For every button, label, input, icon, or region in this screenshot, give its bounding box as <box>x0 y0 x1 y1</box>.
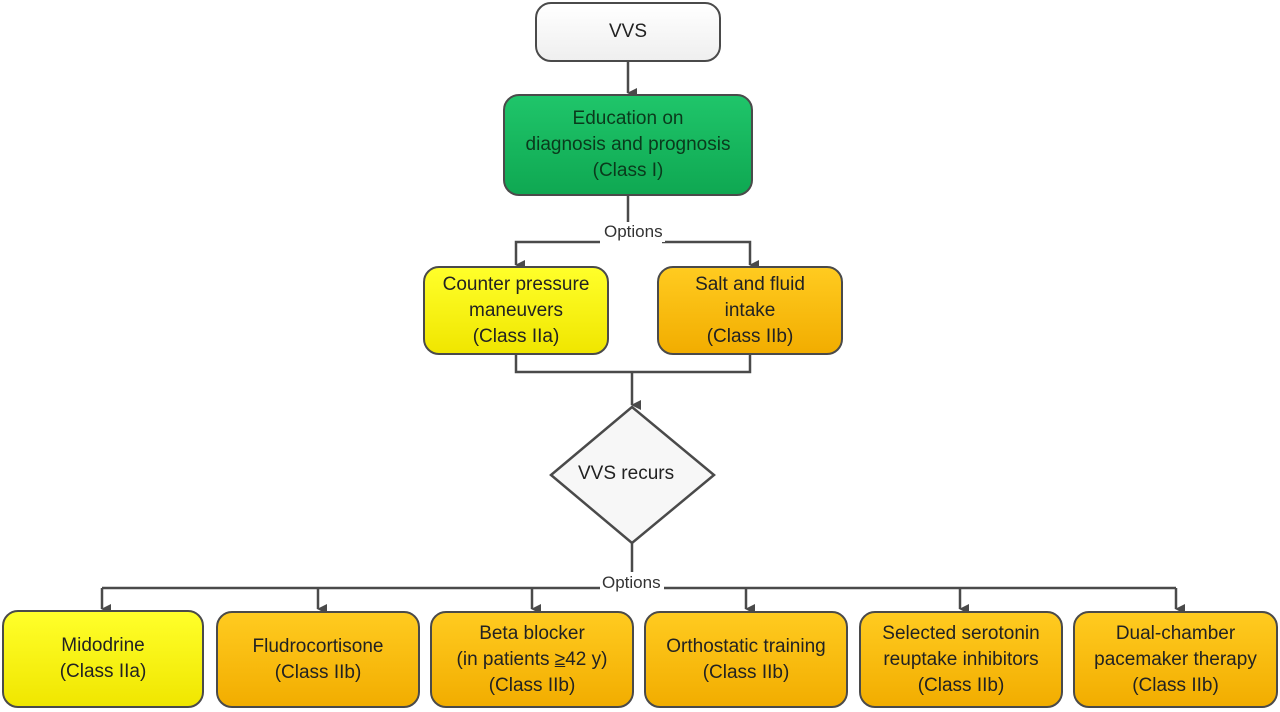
beta-blocker-node: Beta blocker (in patients ≥42 y) (Class … <box>430 611 634 708</box>
education-line-1: Education on <box>572 108 684 129</box>
start-label: VVS <box>608 21 648 42</box>
gte-symbol: ≥ <box>554 648 566 670</box>
pacemaker-line-1: Dual-chamber <box>1115 622 1236 644</box>
salt-fluid-class: (Class IIb) <box>706 325 794 347</box>
start-node-vvs: VVS <box>535 2 721 62</box>
salt-fluid-line-2: intake <box>724 299 776 321</box>
merge-line <box>514 354 752 374</box>
decision-label: VVS recurs <box>578 463 675 484</box>
pacemaker-class: (Class IIb) <box>1132 674 1219 696</box>
beta-blocker-line-1: Beta blocker <box>479 622 585 644</box>
beta-blocker-line-2: (in patients ≥42 y) <box>457 647 608 673</box>
education-node: Education on diagnosis and prognosis (Cl… <box>503 94 753 196</box>
decision-diamond <box>549 405 716 545</box>
counter-pressure-line-2: maneuvers <box>469 299 563 321</box>
ssri-class: (Class IIb) <box>917 674 1005 696</box>
ssri-line-2: reuptake inhibitors <box>883 648 1039 670</box>
ssri-line-1: Selected serotonin <box>882 622 1040 644</box>
counter-pressure-class: (Class IIa) <box>472 325 560 347</box>
salt-fluid-line-1: Salt and fluid <box>695 273 805 295</box>
orthostatic-line-1: Orthostatic training <box>666 635 826 657</box>
midodrine-line-1: Midodrine <box>61 635 145 656</box>
salt-fluid-node: Salt and fluid intake (Class IIb) <box>657 266 843 355</box>
arrow-to-salt-fluid <box>662 240 759 270</box>
beta-blocker-qualifier: (in patients <box>456 648 555 670</box>
options-label-1: Options <box>602 222 665 242</box>
education-line-2: diagnosis and prognosis <box>525 134 731 155</box>
counter-pressure-node: Counter pressure maneuvers (Class IIa) <box>423 266 609 355</box>
fludrocortisone-line-1: Fludrocortisone <box>252 635 384 657</box>
midodrine-node: Midodrine (Class IIa) <box>2 610 204 708</box>
orthostatic-class: (Class IIb) <box>702 661 790 683</box>
options-label-2: Options <box>600 573 663 593</box>
fludrocortisone-node: Fludrocortisone (Class IIb) <box>216 611 420 708</box>
orthostatic-training-node: Orthostatic training (Class IIb) <box>644 611 848 708</box>
counter-pressure-line-1: Counter pressure <box>442 273 590 295</box>
pacemaker-line-2: pacemaker therapy <box>1094 648 1257 670</box>
midodrine-class: (Class IIa) <box>59 661 147 682</box>
beta-blocker-age: 42 y) <box>565 648 608 670</box>
arrow-to-counter-pressure <box>514 240 600 270</box>
pacemaker-node: Dual-chamber pacemaker therapy (Class II… <box>1073 611 1278 708</box>
fludrocortisone-class: (Class IIb) <box>274 661 362 683</box>
ssri-node: Selected serotonin reuptake inhibitors (… <box>859 611 1063 708</box>
education-class: (Class I) <box>592 160 664 181</box>
beta-blocker-class: (Class IIb) <box>488 674 576 696</box>
